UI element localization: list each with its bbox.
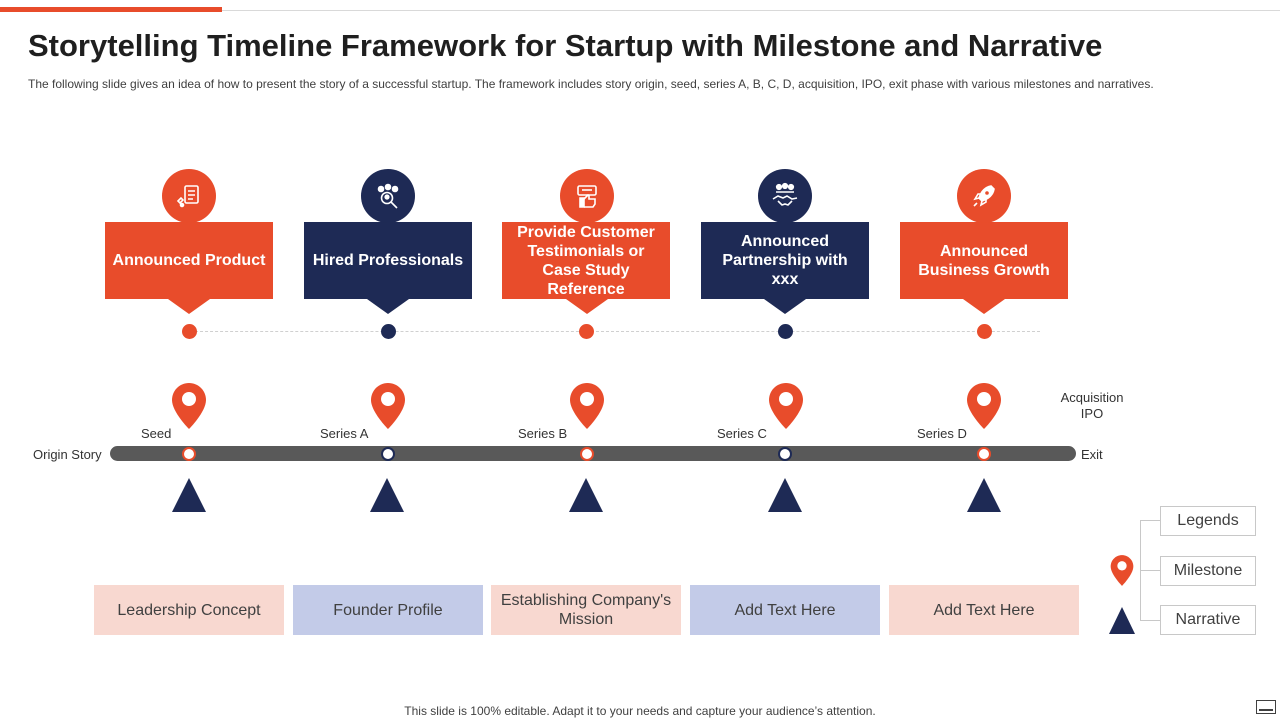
legend-triangle-icon xyxy=(1109,607,1135,634)
legend-connector xyxy=(1140,520,1160,521)
stage-label-series-d: Series D xyxy=(917,426,967,441)
stage-label-series-a: Series A xyxy=(320,426,369,441)
legend-milestone-label: Milestone xyxy=(1160,556,1256,586)
milestone-4-icon-circle xyxy=(758,169,812,223)
legend-narrative-label: Narrative xyxy=(1160,605,1256,635)
handshake-partnership-icon xyxy=(772,182,798,206)
milestone-3-dot xyxy=(579,324,594,339)
legend-connector xyxy=(1140,570,1160,571)
milestone-1-box: Announced Product xyxy=(105,222,273,299)
milestone-4-box: Announced Partnership with xxx xyxy=(701,222,869,299)
milestone-3-icon-circle xyxy=(560,169,614,223)
location-pin-icon xyxy=(967,383,1001,429)
milestone-5-pointer xyxy=(963,299,1005,314)
milestone-3-pointer xyxy=(566,299,608,314)
milestone-4-pointer xyxy=(764,299,806,314)
milestone-1-icon-circle xyxy=(162,169,216,223)
narrative-triangle-icon xyxy=(569,478,603,512)
team-search-icon xyxy=(377,183,399,209)
footer-note: This slide is 100% editable. Adapt it to… xyxy=(404,704,876,718)
milestone-2-dot xyxy=(381,324,396,339)
ipo-label: IPO xyxy=(1080,406,1104,421)
milestone-4-dot xyxy=(778,324,793,339)
milestone-2-pointer xyxy=(367,299,409,314)
milestone-5-box: Announced Business Growth xyxy=(900,222,1068,299)
location-pin-icon xyxy=(769,383,803,429)
accent-bar xyxy=(0,7,222,12)
slide-subtitle: The following slide gives an idea of how… xyxy=(28,77,1154,91)
narrative-triangle-icon xyxy=(768,478,802,512)
exit-label: Exit xyxy=(1081,447,1103,462)
location-pin-icon xyxy=(371,383,405,429)
stage-label-series-c: Series C xyxy=(717,426,767,441)
product-checklist-icon xyxy=(176,185,199,208)
narrative-box-5: Add Text Here xyxy=(889,585,1079,635)
header-divider xyxy=(222,10,1280,11)
narrative-box-4: Add Text Here xyxy=(690,585,880,635)
milestone-1-pointer xyxy=(168,299,210,314)
milestone-2-icon-circle xyxy=(361,169,415,223)
narrative-box-2: Founder Profile xyxy=(293,585,483,635)
milestone-1-dot xyxy=(182,324,197,339)
timeline-stage-dot xyxy=(977,447,991,461)
milestone-2-box: Hired Professionals xyxy=(304,222,472,299)
narrative-box-3: Establishing Company's Mission xyxy=(491,585,681,635)
narrative-triangle-icon xyxy=(967,478,1001,512)
acquisition-label: Acquisition xyxy=(1060,390,1124,405)
legend-pin-icon xyxy=(1110,555,1134,586)
milestone-3-box: Provide Customer Testimonials or Case St… xyxy=(502,222,670,299)
legend-title: Legends xyxy=(1160,506,1256,536)
testimonial-thumbs-up-icon xyxy=(577,185,597,208)
timeline-stage-dot xyxy=(381,447,395,461)
timeline-stage-dot xyxy=(778,447,792,461)
location-pin-icon xyxy=(172,383,206,429)
rocket-icon xyxy=(973,185,995,207)
stage-label-seed: Seed xyxy=(141,426,172,441)
screen-icon xyxy=(1256,700,1276,714)
milestone-5-dot xyxy=(977,324,992,339)
milestone-5-icon-circle xyxy=(957,169,1011,223)
timeline-stage-dot xyxy=(580,447,594,461)
legend-connector xyxy=(1140,620,1160,621)
milestone-dashed-line xyxy=(190,331,1040,332)
narrative-triangle-icon xyxy=(172,478,206,512)
narrative-box-1: Leadership Concept xyxy=(94,585,284,635)
location-pin-icon xyxy=(570,383,604,429)
origin-story-label: Origin Story xyxy=(33,447,102,462)
timeline-stage-dot xyxy=(182,447,196,461)
narrative-triangle-icon xyxy=(370,478,404,512)
slide-title: Storytelling Timeline Framework for Star… xyxy=(28,28,1103,63)
stage-label-series-b: Series B xyxy=(518,426,568,441)
